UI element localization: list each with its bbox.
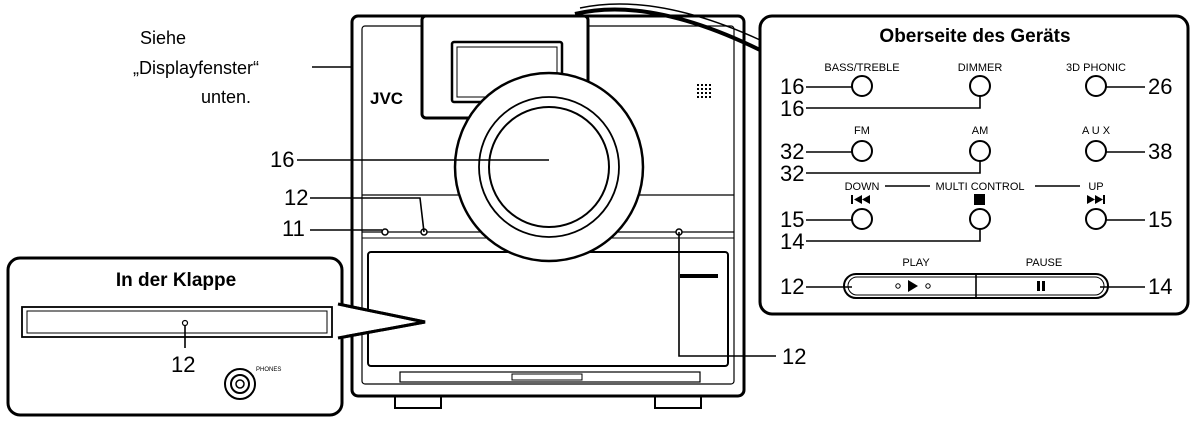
stop-ref: 14	[780, 229, 804, 254]
sensor-grille	[697, 84, 711, 98]
disc-slot-ref: 12	[171, 352, 195, 377]
3d-phonic-button[interactable]	[1085, 75, 1107, 97]
bass-treble-button[interactable]	[851, 75, 873, 97]
callout-disc-tray: 12	[782, 344, 806, 369]
fm-label: FM	[854, 125, 870, 137]
bass-treble-label: BASS/TREBLE	[824, 62, 899, 74]
callout-dial: 16	[270, 147, 294, 172]
am-ref: 32	[780, 161, 804, 186]
fm-ref: 32	[780, 139, 804, 164]
fm-button[interactable]	[851, 140, 873, 162]
note-line-3: unten.	[201, 87, 251, 107]
pause-label: PAUSE	[1026, 257, 1062, 269]
disc-slot	[21, 306, 333, 338]
front-flap[interactable]	[367, 251, 729, 367]
jvc-logo: JVC	[370, 89, 403, 108]
top-panel: Oberseite des Geräts BASS/TREBLE 16 DIMM…	[758, 14, 1190, 316]
bottom-slot	[399, 371, 701, 383]
stop-button[interactable]	[969, 208, 991, 230]
dimmer-ref: 16	[780, 96, 804, 121]
volume-dial[interactable]	[488, 106, 610, 228]
flap-panel: In der Klappe 12 PHONES	[6, 256, 426, 417]
previous-icon	[851, 195, 870, 204]
disc-slot-marker	[181, 319, 189, 327]
aux-button[interactable]	[1085, 140, 1107, 162]
am-button[interactable]	[969, 140, 991, 162]
play-label: PLAY	[902, 257, 930, 269]
aux-ref: 38	[1148, 139, 1172, 164]
top-panel-title: Oberseite des Geräts	[879, 26, 1070, 47]
dimmer-label: DIMMER	[958, 62, 1003, 74]
phones-label: PHONES	[256, 367, 281, 373]
main-callouts: 16 12 11 12	[270, 147, 806, 369]
note-line-1: Siehe	[140, 28, 186, 48]
bass-treble-ref: 16	[780, 74, 804, 99]
3d-phonic-ref: 26	[1148, 74, 1172, 99]
pause-icon	[1037, 281, 1045, 291]
play-ref: 12	[780, 274, 804, 299]
3d-phonic-label: 3D PHONIC	[1066, 62, 1126, 74]
callout-standby-upper: 12	[284, 185, 308, 210]
flap-panel-title: In der Klappe	[116, 270, 236, 291]
pause-ref: 14	[1148, 274, 1172, 299]
standby-lamp	[381, 228, 389, 236]
up-button[interactable]	[1085, 208, 1107, 230]
multi-control-label: MULTI CONTROL	[935, 181, 1024, 193]
up-label: UP	[1088, 181, 1103, 193]
down-label: DOWN	[845, 181, 880, 193]
down-button[interactable]	[851, 208, 873, 230]
top-panel-frame	[758, 14, 1190, 316]
main-unit: JVC	[350, 14, 746, 409]
aux-label: A U X	[1082, 125, 1111, 137]
next-icon	[1087, 195, 1105, 204]
stop-icon	[974, 194, 985, 205]
am-label: AM	[972, 125, 989, 137]
dimmer-button[interactable]	[969, 75, 991, 97]
top-panel-connector	[574, 7, 761, 52]
play-icon	[895, 280, 931, 292]
callout-standby-lower: 11	[282, 216, 305, 241]
down-ref: 15	[780, 207, 804, 232]
note-line-2: „Displayfenster“	[133, 58, 259, 78]
up-ref: 15	[1148, 207, 1172, 232]
